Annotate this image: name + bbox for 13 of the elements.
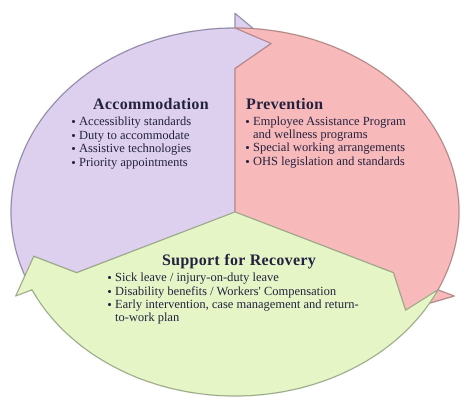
- bullet-text: Employee Assistance Program and wellness programs: [253, 115, 407, 140]
- bullet-text: OHS legislation and standards: [253, 154, 405, 167]
- segment-heading: Accommodation: [92, 96, 210, 114]
- bullet-text: Accessiblity standards: [79, 115, 192, 128]
- bullet-text: Special working arrangements: [253, 141, 406, 154]
- bullet-text: Disability benefits / Workers' Compensation: [115, 284, 336, 297]
- bullet-text: Sick leave / injury-on-duty leave: [115, 271, 279, 284]
- bullet-text: Duty to accommodate: [79, 128, 190, 141]
- segment-heading: Prevention: [246, 96, 324, 114]
- bullet-text: Priority appointments: [79, 156, 188, 168]
- bullet-text: Assistive technologies: [79, 142, 192, 154]
- segment-heading: Support for Recovery: [160, 252, 318, 270]
- bullet-text: Early intervention, case management and return-to-work plan: [115, 298, 360, 323]
